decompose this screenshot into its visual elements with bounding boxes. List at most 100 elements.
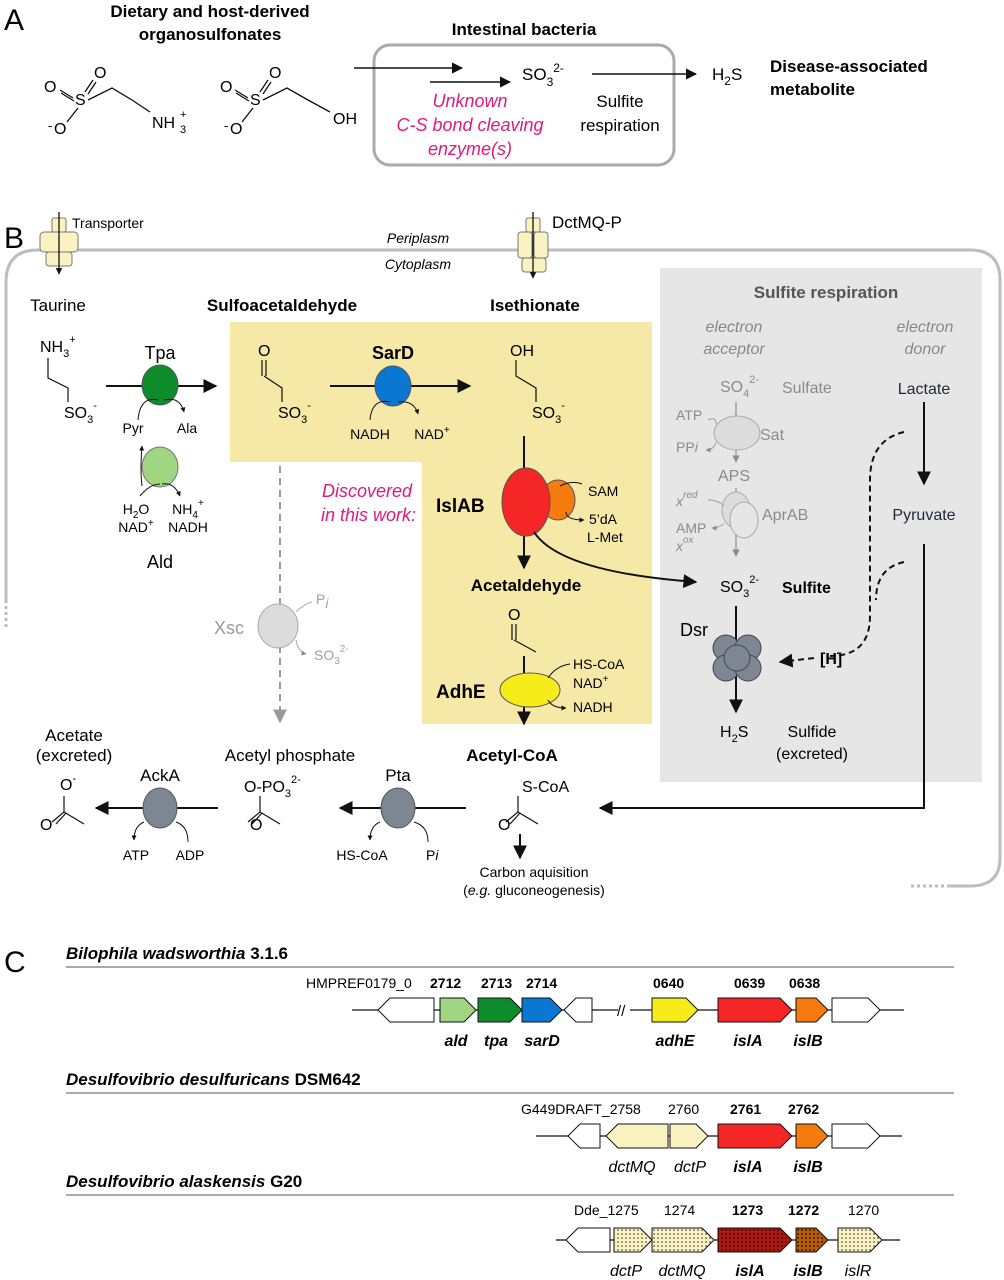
electron-acceptor-2: acceptor <box>703 341 765 358</box>
ppi-label: PPi <box>676 439 699 455</box>
taurine-label: Taurine <box>30 296 86 315</box>
svg-text:O: O <box>54 121 66 138</box>
pi-label-pta: Pi <box>426 847 439 863</box>
disease-label-1: Disease-associated <box>770 57 928 76</box>
acetylcoa-structure: S-CoA O <box>498 779 569 834</box>
dsr-enzyme <box>712 634 762 682</box>
gene-adhe <box>651 997 699 1023</box>
tpa-ala-curve <box>163 398 186 413</box>
transporter-label: Transporter <box>72 215 144 231</box>
adhe-label: AdhE <box>436 682 486 703</box>
sulfide-line1: Sulfide <box>788 724 837 741</box>
org1-prefix: HMPREF0179_0 <box>306 975 412 991</box>
taurine-transporter <box>39 212 79 275</box>
so4-label: SO42- <box>720 374 759 400</box>
h-dashed-line-1 <box>829 431 905 657</box>
org2-locus-2762: 2762 <box>788 1101 819 1117</box>
svg-text:O: O <box>269 65 281 82</box>
org2-gene-unlabeled-2 <box>831 1123 881 1149</box>
h-dashed-line-2 <box>875 561 905 601</box>
xsc-pi-label: Pi <box>316 591 329 611</box>
svg-text:C-S bond cleaving: C-S bond cleaving <box>396 115 543 135</box>
gene-dctmq-2 <box>605 1123 669 1149</box>
hscoa-label-adhe: HS-CoA <box>573 656 625 672</box>
acka-atp-curve <box>131 821 145 841</box>
xsc-so3-curve <box>295 639 307 656</box>
acka-label: AckA <box>140 766 180 785</box>
org2-locus-2758: G449DRAFT_2758 <box>521 1101 641 1117</box>
org1-locus-2713: 2713 <box>481 975 512 991</box>
svg-text:O: O <box>258 343 270 360</box>
gene-islb-1 <box>795 997 829 1023</box>
svg-text:O: O <box>220 79 232 96</box>
electron-donor-1: electron <box>897 319 954 336</box>
acka-enzyme <box>142 787 178 829</box>
lmet-label: L-Met <box>587 529 623 545</box>
xox-label: xox <box>675 535 695 554</box>
sulfate-label: Sulfate <box>782 380 832 397</box>
5da-curve <box>565 511 585 523</box>
sulfite-respiration-box <box>660 268 982 782</box>
periplasm-label: Periplasm <box>387 230 450 246</box>
gene-label-ald: ald <box>444 1033 468 1050</box>
svg-text:-: - <box>48 118 52 133</box>
svg-text:-: - <box>224 118 228 133</box>
gene-isla-2 <box>717 1123 793 1149</box>
nh4-label: NH4+ <box>172 498 204 521</box>
carbon-line1: Carbon aquisition <box>480 864 589 880</box>
svg-text:O: O <box>508 607 520 624</box>
gene-dctp-2 <box>669 1123 709 1149</box>
h2s-a: H2S <box>712 65 742 88</box>
panel-a: A Dietary and host-derived organosulfona… <box>4 2 928 167</box>
gene-label-isla-1: islA <box>733 1033 762 1050</box>
org1-locus-2714: 2714 <box>526 975 557 991</box>
sulfite-a: SO32- <box>522 61 564 89</box>
svg-text:S: S <box>75 92 86 109</box>
break-mark: // <box>617 1003 626 1020</box>
ala-label: Ala <box>177 420 197 436</box>
pta-label: Pta <box>385 766 411 785</box>
gene-islr-3 <box>837 1227 883 1253</box>
taurine-structure-b: NH3+ SO3- <box>40 334 97 426</box>
ald-label: Ald <box>147 552 173 572</box>
nad-plus-label-ald: NAD+ <box>118 518 154 535</box>
sulfite-respiration-a-1: Sulfite <box>596 92 643 111</box>
gene-isla-3 <box>717 1227 793 1253</box>
acetate-line1: Acetate <box>45 726 103 745</box>
adhe-enzyme <box>499 672 561 708</box>
sulfide-line2: (excreted) <box>776 746 848 763</box>
hscoa-label-pta: HS-CoA <box>336 847 388 863</box>
xsc-pi-curve <box>295 601 313 613</box>
org1-locus-2712: 2712 <box>430 975 461 991</box>
gene-label-tpa: tpa <box>484 1033 508 1050</box>
sam-curve <box>559 481 583 487</box>
svg-text:O: O <box>230 121 242 138</box>
xsc-label: Xsc <box>214 618 244 638</box>
pyruvate-label: Pyruvate <box>892 507 955 524</box>
adhe-hscoa-curve <box>547 663 571 679</box>
gene-label-dctmq-3: dctMQ <box>658 1263 705 1280</box>
org3-locus-1274: 1274 <box>664 1202 695 1218</box>
aprab-amp-curve <box>711 523 725 531</box>
acetaldehyde-label: Acetaldehyde <box>471 576 582 595</box>
pyruvate-acetylcoa-arrow <box>598 544 925 815</box>
svg-text:O-PO32-: O-PO32- <box>244 774 301 800</box>
svg-text:O: O <box>94 65 106 82</box>
organism-1-title: Bilophila wadsworthia 3.1.6 <box>66 944 288 963</box>
aps-label: APS <box>718 468 750 485</box>
acetylcoa-label: Acetyl-CoA <box>466 746 558 765</box>
carbon-line2: (e.g. gluconeogenesis) <box>463 882 605 898</box>
sulfite-so3-label: SO32- <box>720 574 759 600</box>
acetate-structure: O- O <box>40 773 85 834</box>
xred-label: xred <box>675 490 698 509</box>
sard-enzyme <box>374 365 412 407</box>
sat-enzyme <box>713 415 761 451</box>
electron-acceptor-1: electron <box>706 319 763 336</box>
gene-label-isla-3: islA <box>735 1263 764 1280</box>
org1-locus-0640: 0640 <box>653 975 684 991</box>
electron-donor-2: donor <box>905 341 947 358</box>
isethionate-structure-a: S O O - O OH <box>220 65 357 138</box>
org2-gene-unlabeled-1 <box>567 1123 601 1149</box>
gene-sard <box>521 997 563 1023</box>
